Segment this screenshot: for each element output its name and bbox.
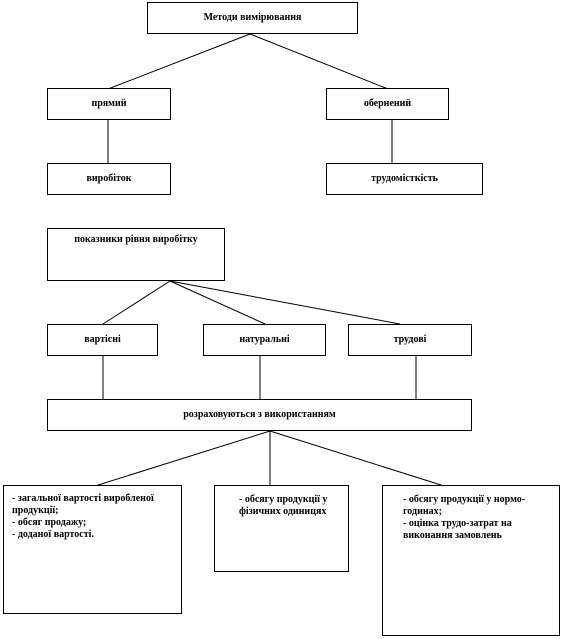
detail-cost-list: - загальної вартості виробленої продукці… — [12, 493, 177, 541]
method-direct-label: прямий — [91, 98, 127, 109]
type-natural-box: натуральні — [203, 324, 326, 356]
type-labor-label: трудові — [393, 334, 427, 345]
title-box: Методи вимірювання — [147, 2, 358, 34]
connector-title-inverse — [249, 33, 389, 90]
detail-cost-box: - загальної вартості виробленої продукці… — [3, 485, 182, 614]
output-level-box: показники рівня виробітку — [47, 228, 225, 281]
detail-cost-item: - доданої вартості. — [12, 529, 94, 540]
detail-cost-item: - обсяг продажу; — [12, 517, 87, 528]
detail-labor-item: - обсягу продукції у нормо-годинах; — [403, 494, 526, 517]
detail-labor-box: - обсягу продукції у нормо-годинах; - оц… — [382, 485, 560, 636]
connector-calc-cost-detail — [94, 430, 271, 487]
method-inverse-box: обернений — [326, 88, 449, 120]
connector-calc-labor-detail — [269, 430, 442, 486]
detail-natural-box: - обсягу продукції у фізичних одиницях — [214, 485, 349, 572]
calculated-box: розраховуються з використанням — [47, 399, 472, 431]
connector-level-natural — [169, 280, 266, 325]
detail-natural-item: - обсягу продукції у фізичних одиницях — [239, 494, 328, 517]
indicator-labor-label: трудомісткість — [371, 173, 438, 184]
connector-level-labor — [169, 280, 401, 325]
connector-level-cost — [102, 280, 171, 325]
detail-natural-list: - обсягу продукції у фізичних одиницях — [239, 494, 342, 518]
detail-cost-item: - загальної вартості виробленої продукці… — [12, 493, 154, 516]
type-cost-box: вартісні — [47, 324, 158, 356]
detail-labor-item: - оцінка трудо-затрат на виконання замов… — [403, 518, 512, 541]
indicator-labor-box: трудомісткість — [326, 163, 483, 195]
title-label: Методи вимірювання — [203, 12, 302, 23]
indicator-output-box: виробіток — [47, 163, 171, 195]
type-natural-label: натуральні — [239, 334, 290, 345]
method-inverse-label: обернений — [363, 98, 412, 109]
method-direct-box: прямий — [47, 88, 171, 120]
type-cost-label: вартісні — [84, 334, 121, 345]
connector-title-direct — [107, 33, 251, 90]
detail-labor-list: - обсягу продукції у нормо-годинах; - оц… — [403, 494, 553, 542]
output-level-label: показники рівня виробітку — [74, 234, 198, 245]
indicator-output-label: виробіток — [86, 173, 132, 184]
calculated-label: розраховуються з використанням — [183, 409, 336, 420]
type-labor-box: трудові — [348, 324, 472, 356]
